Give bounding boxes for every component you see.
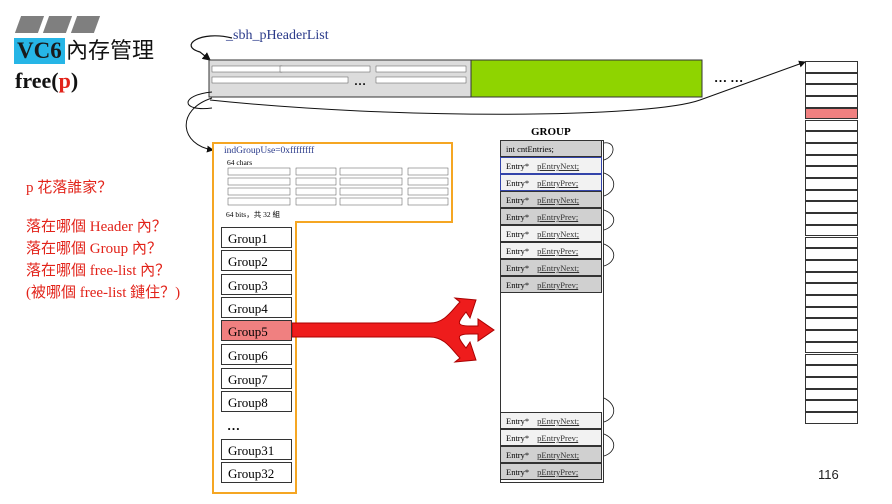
group-ellipsis: … xyxy=(221,415,292,436)
group-region-outline xyxy=(212,142,453,494)
region-cell xyxy=(805,61,858,73)
region-cell xyxy=(805,306,858,319)
group-box: Group3 xyxy=(221,274,292,295)
region-cell xyxy=(805,248,858,260)
region-cell xyxy=(805,365,858,377)
region-cell xyxy=(805,376,858,389)
entry-row-next: Entry*pEntryNext; xyxy=(500,412,602,429)
entry-row-next: Entry*pEntryNext; xyxy=(500,225,602,242)
header-bitmap xyxy=(211,65,467,84)
free-prefix: free( xyxy=(15,68,59,93)
group-box: Group32 xyxy=(221,462,292,483)
region-cell xyxy=(805,178,858,190)
region-cell xyxy=(805,259,858,272)
header-dots: … xyxy=(354,74,366,88)
region-cell-highlighted xyxy=(805,107,858,120)
question-linked-by: (被哪個 free-list 鏈住？) xyxy=(26,285,181,301)
free-suffix: ) xyxy=(70,68,79,93)
indgroup-label: indGroupUse=0xffffffff xyxy=(224,146,315,156)
group-cnt-row: int cntEntries; xyxy=(500,140,602,157)
region-cell xyxy=(805,72,858,85)
region-cell xyxy=(805,96,858,108)
title-free-call: free(p) xyxy=(15,68,78,94)
entry-row-next: Entry*pEntryNext; xyxy=(500,446,602,463)
header-to-region-arrow xyxy=(209,60,806,115)
entry-row-next: Entry*pEntryNext; xyxy=(500,191,602,208)
region-cell xyxy=(805,189,858,202)
entry-link-curve xyxy=(603,397,615,423)
region-cell xyxy=(805,341,858,354)
region-cell xyxy=(805,388,858,401)
group-box: Group4 xyxy=(221,297,292,318)
region-cell xyxy=(805,283,858,295)
header-list-label: _sbh_pHeaderList xyxy=(226,28,329,43)
indgroup-chars-label: 64 chars xyxy=(227,158,253,167)
group-box: Group6 xyxy=(221,344,292,365)
header-list-pointer xyxy=(190,35,233,61)
page-number: 116 xyxy=(818,467,839,482)
region-cell xyxy=(805,154,858,167)
entry-row-prev: Entry*pEntryPrev; xyxy=(500,242,602,259)
header-to-group-arrow xyxy=(185,97,214,153)
region-cell xyxy=(805,295,858,307)
entry-row-next: Entry*pEntryNext; xyxy=(500,259,602,276)
region-cell xyxy=(805,412,858,424)
region-cell xyxy=(805,119,858,132)
region-cell xyxy=(805,213,858,225)
group-box: Group2 xyxy=(221,250,292,271)
entry-row-prev: Entry*pEntryPrev; xyxy=(500,463,602,480)
title-vc6: VC6 xyxy=(14,38,65,64)
region-cell xyxy=(805,353,858,366)
region-cell xyxy=(805,201,858,214)
group-to-struct-arrow xyxy=(291,297,495,363)
region-cell xyxy=(805,131,858,143)
header-green-block xyxy=(470,59,703,98)
group-box: Group7 xyxy=(221,368,292,389)
entry-link-curve xyxy=(603,172,615,197)
question-who: p 花落誰家？ xyxy=(26,180,113,196)
title-memory-management: 內存管理 xyxy=(66,38,155,63)
region-cell xyxy=(805,400,858,412)
question-group: 落在哪個 Group 內？ xyxy=(26,241,162,257)
entry-link-curve xyxy=(603,433,615,457)
entry-link-curve xyxy=(603,243,615,267)
header-ellipsis: … … xyxy=(714,70,744,85)
entry-row-next: Entry*pEntryNext; xyxy=(500,157,602,174)
group-box-highlighted: Group5 xyxy=(221,320,292,341)
entry-link-curve xyxy=(603,209,615,231)
region-cell xyxy=(805,318,858,331)
question-header: 落在哪個 Header 內？ xyxy=(26,219,167,235)
entry-row-prev: Entry*pEntryPrev; xyxy=(500,174,602,191)
region-cell xyxy=(805,142,858,155)
entry-row-prev: Entry*pEntryPrev; xyxy=(500,429,602,446)
entry-row-prev: Entry*pEntryPrev; xyxy=(500,208,602,225)
region-cell xyxy=(805,330,858,342)
region-cell xyxy=(805,271,858,284)
region-cell xyxy=(805,236,858,249)
question-free-list: 落在哪個 free-list 內？ xyxy=(26,263,171,279)
region-cell xyxy=(805,84,858,97)
group-box: Group1 xyxy=(221,227,292,248)
free-param: p xyxy=(58,68,71,93)
indgroup-bits-label: 64 bits，共 32 組 xyxy=(226,210,280,219)
header-loop-curve xyxy=(187,91,213,110)
group-box: Group8 xyxy=(221,391,292,412)
group-box: Group31 xyxy=(221,439,292,460)
group-struct-title: GROUP xyxy=(531,126,571,138)
region-cell xyxy=(805,166,858,178)
region-cell xyxy=(805,224,858,237)
indgroup-bitmap xyxy=(227,167,449,206)
entry-row-prev: Entry*pEntryPrev; xyxy=(500,276,602,293)
